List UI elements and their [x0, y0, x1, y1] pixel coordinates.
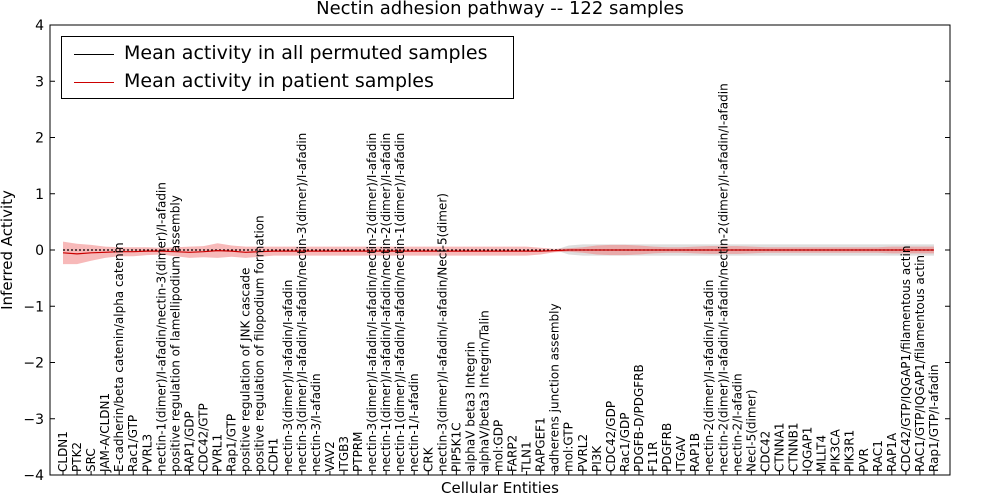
- x-tick-label: SRC: [84, 448, 98, 472]
- legend-label-patient: Mean activity in patient samples: [124, 70, 434, 92]
- x-tick-label: PVRL1: [211, 434, 225, 472]
- x-tick-label: positive regulation of lamellipodium ass…: [168, 195, 182, 472]
- y-tick-label: −2: [23, 356, 44, 372]
- x-tick-label: ITGAV: [674, 435, 688, 472]
- x-tick-label: Rap1/GTP/I-afadin: [927, 364, 941, 472]
- x-tick-label: RAP1A: [885, 432, 899, 472]
- y-axis-label: Inferred Activity: [0, 190, 16, 310]
- x-tick-label: PVRL2: [576, 434, 590, 472]
- x-tick-label: FARP2: [506, 435, 520, 472]
- x-tick-label: TLN1: [520, 441, 534, 473]
- x-tick-label: positive regulation of JNK cascade: [239, 268, 253, 472]
- x-tick-label: PIK3CA: [829, 428, 843, 472]
- x-tick-label: CDH1: [267, 438, 281, 472]
- x-tick-label: IQGAP1: [801, 427, 815, 472]
- x-tick-label: ITGB3: [337, 436, 351, 472]
- x-tick-label: CTNNA1: [773, 422, 787, 472]
- x-tick-label: PVR: [857, 448, 871, 472]
- y-tick-label: 1: [35, 187, 44, 203]
- x-tick-label: nectin-3(dimer)/I-afadin/I-afadin: [281, 280, 295, 472]
- legend-item-patient: Mean activity in patient samples: [62, 69, 513, 95]
- x-tick-label: nectin-1(dimer)/I-afadin/nectin-3(dimer)…: [154, 182, 168, 472]
- x-tick-label: PTK2: [70, 442, 84, 472]
- x-tick-label: RAC1/GTP/IQGAP1/filamentous actin: [913, 255, 927, 472]
- x-tick-label: PDGFRB: [660, 423, 674, 472]
- x-tick-label: Rap1/GTP: [225, 414, 239, 472]
- legend-label-permuted: Mean activity in all permuted samples: [124, 42, 488, 64]
- x-tick-label: F11R: [646, 441, 660, 472]
- x-tick-label: nectin-3/I-afadin: [309, 373, 323, 472]
- legend-swatch-patient: [74, 82, 114, 83]
- y-tick-label: 0: [35, 243, 44, 259]
- x-tick-label: CLDN1: [56, 431, 70, 472]
- x-tick-label: PVRL3: [140, 434, 154, 472]
- x-tick-label: PIK3R1: [843, 430, 857, 472]
- x-tick-label: nectin-1(dimer)/I-afadin/I-afadin/nectin…: [393, 133, 407, 472]
- x-tick-label: MLLT4: [815, 435, 829, 472]
- x-tick-label: CDC42/GDP: [604, 401, 618, 472]
- x-tick-label: nectin-2(dimer)/I-afadin/I-afadin/nectin…: [716, 83, 730, 472]
- x-axis-label: Cellular Entities: [441, 479, 559, 497]
- chart-title: Nectin adhesion pathway -- 122 samples: [316, 0, 684, 19]
- y-tick-label: −1: [23, 299, 44, 315]
- x-tick-label: E-cadherin/beta catenin/alpha catenin: [112, 242, 126, 472]
- x-tick-label: RAP1/GDP: [182, 411, 196, 472]
- x-tick-label: nectin-3(dimer)/I-afadin/I-afadin/nectin…: [365, 133, 379, 472]
- x-tick-label: Rac1/GTP: [126, 415, 140, 472]
- x-tick-label: RAP1B: [688, 433, 702, 472]
- x-tick-label: RAPGEF1: [534, 417, 548, 472]
- y-tick-label: 3: [35, 74, 44, 90]
- x-tick-label: VAV2: [323, 441, 337, 472]
- x-tick-label: CRK: [421, 446, 435, 472]
- legend-swatch-permuted: [74, 54, 114, 55]
- y-tick-label: 4: [35, 18, 44, 34]
- x-tick-label: nectin-2(dimer)/I-afadin/I-afadin: [702, 280, 716, 472]
- y-tick-label: −4: [23, 468, 44, 484]
- series-line-patient: [62, 249, 934, 255]
- x-tick-label: Rac1/GDP: [618, 413, 632, 472]
- x-tick-label: PIP5K1C: [449, 422, 463, 472]
- x-tick-label: CDC42: [758, 431, 772, 472]
- x-tick-label: PI3K: [590, 445, 604, 472]
- x-tick-label: RAC1: [871, 440, 885, 472]
- x-tick-label: nectin-1/I-afadin: [407, 373, 421, 472]
- x-tick-label: JAM-A/CLDN1: [98, 393, 112, 473]
- y-tick-label: 2: [35, 131, 44, 147]
- x-tick-label: adherens junction assembly: [548, 303, 562, 472]
- x-tick-label: positive regulation of filopodium format…: [253, 215, 267, 472]
- band-patient: [63, 241, 934, 265]
- x-tick-label: Necl-5(dimer): [744, 389, 758, 472]
- x-tick-label: nectin-2/I-afadin: [730, 373, 744, 472]
- x-tick-label: alphaV/beta3 Integrin/Talin: [478, 310, 492, 472]
- x-tick-label: mol:GDP: [492, 420, 506, 472]
- x-tick-label: alphaV beta3 Integrin: [463, 341, 477, 472]
- legend-item-permuted: Mean activity in all permuted samples: [62, 41, 513, 67]
- legend: Mean activity in all permuted samples Me…: [61, 36, 514, 99]
- x-tick-label: PTPRM: [351, 432, 365, 473]
- x-tick-label: CDC42/GTP/IQGAP1/filamentous actin: [899, 246, 913, 472]
- x-tick-label: PDGFB-D/PDGFRB: [632, 364, 646, 472]
- x-tick-label: mol:GTP: [562, 422, 576, 472]
- x-tick-label: nectin-3(dimer)/I-afadin/I-afadin/Necl-5…: [435, 193, 449, 472]
- y-tick-label: −3: [23, 412, 44, 428]
- x-tick-label: nectin-3(dimer)/I-afadin/I-afadin/nectin…: [295, 133, 309, 472]
- x-tick-label: nectin-1(dimer)/I-afadin/I-afadin/nectin…: [379, 133, 393, 472]
- x-tick-label: CDC42/GTP: [197, 403, 211, 472]
- x-tick-label: CTNNB1: [787, 422, 801, 472]
